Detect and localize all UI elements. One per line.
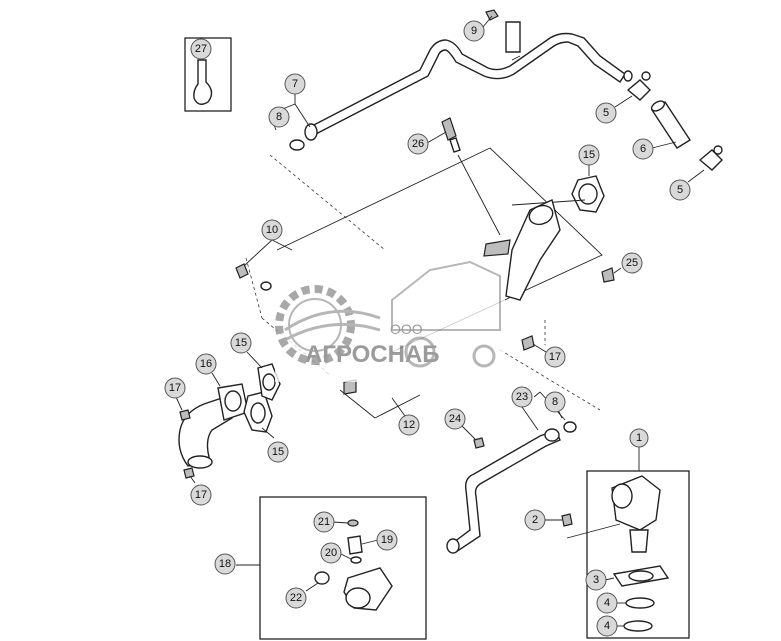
elbow-16 [178, 372, 249, 469]
callout-3: 3 [585, 569, 607, 591]
washer-8-top [289, 139, 305, 151]
leader-12 [391, 397, 406, 417]
svg-text:25: 25 [626, 257, 638, 269]
svg-text:1: 1 [636, 432, 642, 444]
top-pipe [304, 21, 633, 141]
callout-24: 24 [444, 408, 466, 430]
svg-text:24: 24 [449, 413, 461, 425]
bolt-24 [461, 425, 485, 449]
callout-17-left-top: 17 [164, 377, 186, 399]
svg-text:3: 3 [593, 574, 599, 586]
callout-6: 6 [632, 138, 654, 160]
combine-harvester-icon [391, 260, 501, 368]
pipe-23 [446, 406, 561, 554]
detail-frame-1 [586, 470, 690, 639]
detail-18-parts [236, 519, 393, 611]
callout-15-left: 15 [267, 441, 289, 463]
elbow-center [483, 199, 561, 301]
callout-12: 12 [398, 414, 420, 436]
callout-19: 19 [376, 529, 398, 551]
svg-text:27: 27 [195, 43, 207, 55]
svg-text:22: 22 [290, 592, 302, 604]
svg-text:8: 8 [276, 111, 282, 123]
svg-text:17: 17 [549, 351, 561, 363]
watermark-small-text: ООО [390, 321, 423, 337]
svg-text:5: 5 [603, 107, 609, 119]
svg-text:6: 6 [640, 143, 646, 155]
callout-25: 25 [621, 252, 643, 274]
callout-2: 2 [524, 509, 546, 531]
bolts-17-left [175, 396, 196, 484]
callout-27: 27 [190, 38, 212, 60]
svg-text:7: 7 [292, 78, 298, 90]
watermark: ООО АГРОСНАБ [275, 260, 505, 382]
callout-18: 18 [214, 553, 236, 575]
svg-text:10: 10 [266, 224, 278, 236]
gasket-15-mid [246, 351, 281, 401]
svg-text:12: 12 [403, 419, 415, 431]
callout-17-right: 17 [544, 346, 566, 368]
callout-4-lower: 4 [596, 615, 618, 637]
svg-text:4: 4 [604, 597, 610, 609]
svg-text:23: 23 [516, 391, 528, 403]
gasket-15-upper [511, 165, 605, 213]
watermark-brand-text: АГРОСНАБ [305, 341, 440, 368]
gear-logo-icon [275, 285, 381, 365]
callout-23: 23 [511, 386, 533, 408]
bracket-12 [343, 379, 357, 395]
svg-text:18: 18 [219, 558, 231, 570]
fitting-5-lower [687, 145, 723, 183]
callout-21: 21 [313, 511, 335, 533]
svg-text:17: 17 [195, 489, 207, 501]
callout-8-top: 8 [268, 106, 290, 128]
gasket-15-left [243, 391, 275, 439]
bolt-17-right [521, 335, 547, 353]
svg-text:15: 15 [272, 446, 284, 458]
callout-5-lower: 5 [669, 179, 691, 201]
detail-frame-18 [259, 496, 427, 640]
bolt-9 [482, 9, 499, 28]
detail-1-parts [566, 447, 670, 632]
callout-17-left-bottom: 17 [190, 484, 212, 506]
svg-text:16: 16 [200, 358, 212, 370]
svg-text:15: 15 [583, 149, 595, 161]
callout-15-mid: 15 [230, 332, 252, 354]
fitting-25 [601, 267, 622, 283]
callout-16: 16 [195, 353, 217, 375]
svg-text:8: 8 [552, 396, 558, 408]
callout-1: 1 [629, 428, 649, 448]
sensor-26 [426, 117, 501, 236]
fitting-5-upper [614, 71, 651, 108]
bolt-2 [544, 513, 573, 527]
clamp-27 [193, 58, 213, 105]
callout-8-bottom: 8 [544, 391, 566, 413]
detail-frame-27 [184, 37, 232, 112]
bolts-10 [235, 239, 293, 291]
svg-text:4: 4 [604, 620, 610, 632]
callout-4-upper: 4 [596, 592, 618, 614]
callout-22: 22 [285, 587, 307, 609]
callout-15-upper: 15 [578, 144, 600, 166]
svg-text:21: 21 [318, 516, 330, 528]
callout-5-upper: 5 [595, 102, 617, 124]
callout-26: 26 [407, 133, 429, 155]
svg-text:19: 19 [381, 534, 393, 546]
svg-text:2: 2 [532, 514, 538, 526]
callout-20: 20 [320, 542, 342, 564]
svg-text:20: 20 [325, 547, 337, 559]
svg-text:26: 26 [412, 138, 424, 150]
svg-text:9: 9 [471, 25, 477, 37]
svg-text:5: 5 [677, 184, 683, 196]
callout-7: 7 [284, 73, 306, 95]
callout-9: 9 [463, 20, 485, 42]
svg-text:17: 17 [169, 382, 181, 394]
svg-text:15: 15 [235, 337, 247, 349]
callout-10: 10 [261, 219, 283, 241]
hose-6 [650, 100, 691, 149]
